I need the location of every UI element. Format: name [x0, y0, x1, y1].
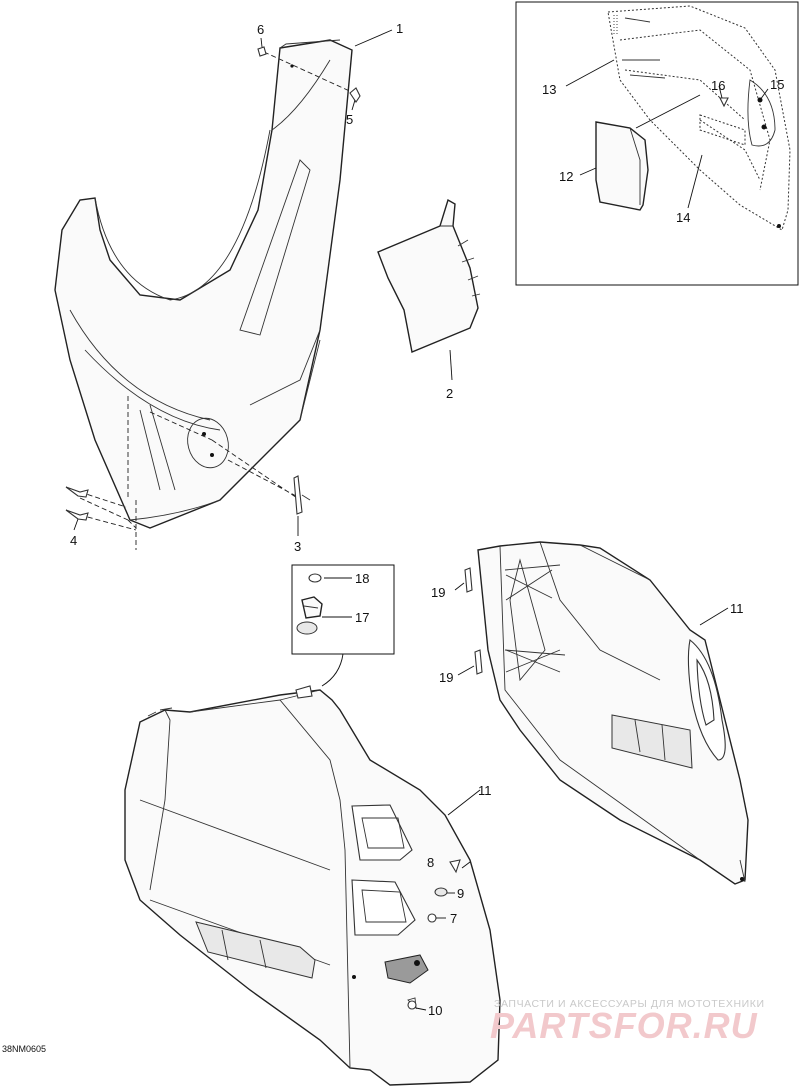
watermark-tagline: ЗАПЧАСТИ И АКСЕССУАРЫ ДЛЯ МОТОТЕХНИКИ [494, 998, 765, 1010]
inset-foam-pad-12 [595, 121, 649, 211]
inset-windshield-assembly [607, 5, 791, 231]
callout-6: 6 [257, 22, 264, 37]
callout-17: 17 [355, 610, 369, 625]
callout-7: 7 [450, 911, 457, 926]
diagram-reference-code: 38NM0605 [2, 1044, 47, 1054]
clip-5 [349, 87, 361, 103]
detail-inset-frame [515, 1, 799, 286]
washer-18 [308, 573, 322, 583]
callout-10: 10 [428, 1003, 442, 1018]
callout-16: 16 [711, 78, 725, 93]
screw-8 [449, 859, 461, 874]
watermark-logo: PARTSFOR.RU [490, 1005, 758, 1046]
callout-13: 13 [542, 82, 556, 97]
bracket-3 [293, 475, 311, 515]
callout-19-lower: 19 [439, 670, 453, 685]
callout-9: 9 [457, 886, 464, 901]
washer-9 [434, 887, 448, 897]
callout-11-right: 11 [730, 601, 744, 616]
callout-18: 18 [355, 571, 369, 586]
rivet-4 [65, 486, 89, 521]
callout-2: 2 [446, 386, 453, 401]
strip-19 [464, 567, 483, 675]
nut-7 [427, 913, 437, 923]
windshield-panel-1 [54, 39, 353, 529]
callout-3: 3 [294, 539, 301, 554]
foam-piece-2 [377, 198, 481, 353]
callout-11-left: 11 [478, 783, 492, 798]
callout-15: 15 [770, 77, 784, 92]
side-panel-11-left [124, 685, 501, 1086]
callout-4: 4 [70, 533, 77, 548]
callout-19-upper: 19 [431, 585, 445, 600]
callout-12: 12 [559, 169, 573, 184]
callout-14: 14 [676, 210, 690, 225]
callout-1: 1 [396, 21, 403, 36]
side-panel-11-right [477, 541, 749, 885]
screw-6 [257, 46, 267, 57]
push-rivet-17 [296, 596, 323, 635]
callout-5: 5 [346, 112, 353, 127]
callout-8: 8 [427, 855, 434, 870]
